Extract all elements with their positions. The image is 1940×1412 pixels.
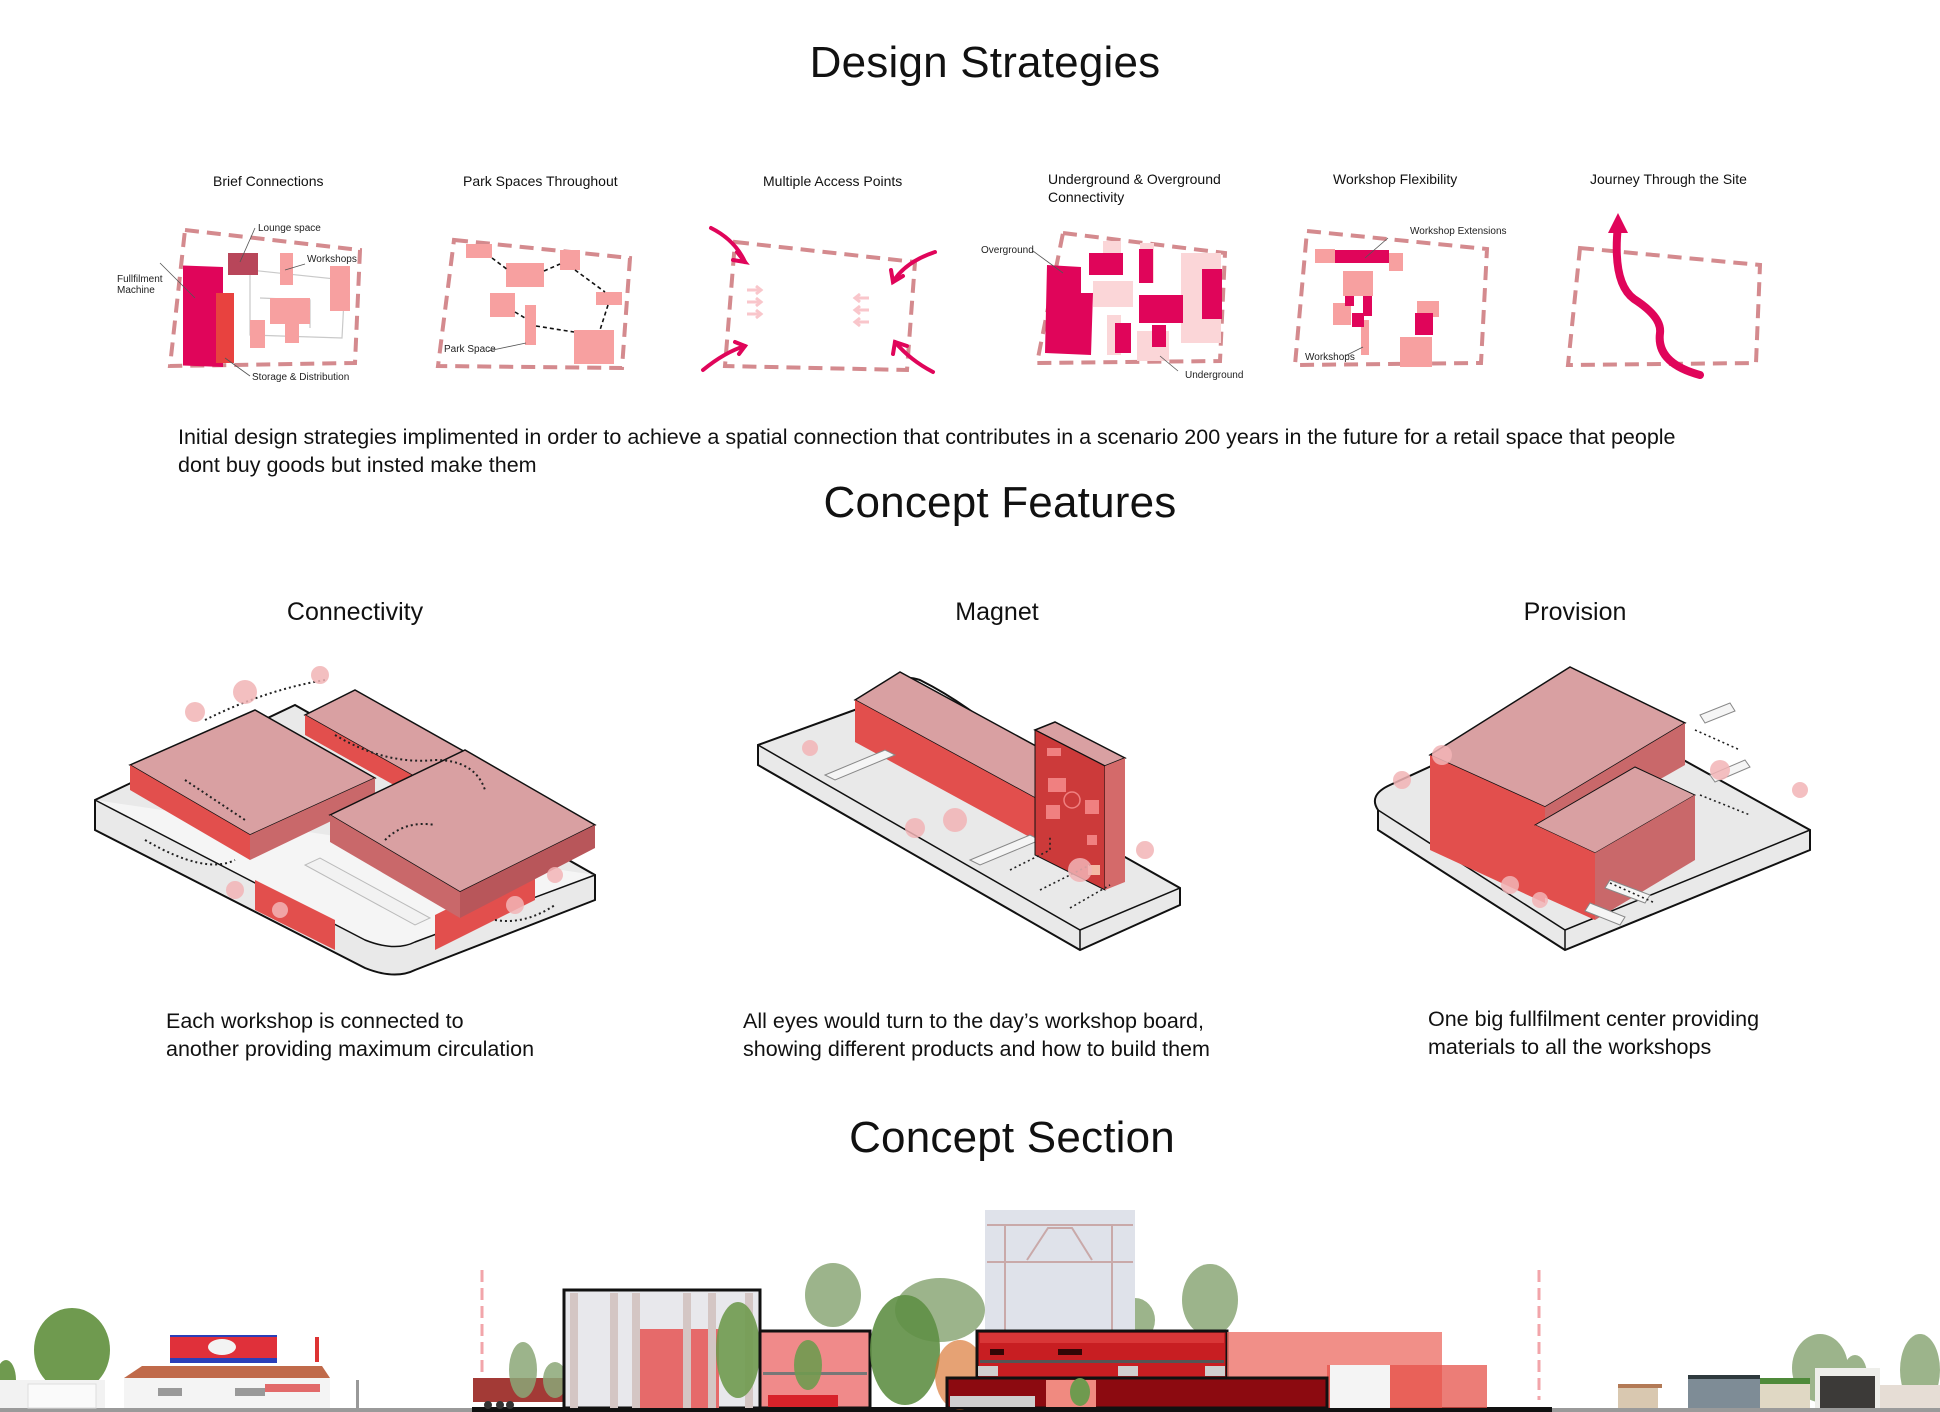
- connectivity-axonometric-diagram: [94, 666, 597, 976]
- strategy-journey-through-site: Journey Through the Site: [1550, 168, 1780, 388]
- strategy-park-spaces: Park Spaces Throughout Park Space: [430, 168, 650, 388]
- label-workshop-extensions: Workshop Extensions: [1410, 226, 1507, 237]
- feature-desc-magnet-line1: All eyes would turn to the day’s worksho…: [743, 1009, 1204, 1033]
- strategy-workshop-flexibility: Workshop Flexibility Workshop Extensions…: [1285, 168, 1535, 388]
- feature-desc-connectivity-line2: another providing maximum circulation: [166, 1037, 535, 1061]
- magnet-axonometric-diagram: [757, 671, 1181, 952]
- concept-section-drawing: [0, 1210, 1940, 1412]
- strategy-title-line2: Connectivity: [1048, 189, 1125, 205]
- journey-diagram: [1565, 213, 1763, 379]
- design-strategies-description-line1: Initial design strategies implimented in…: [178, 425, 1676, 449]
- feature-desc-provision-line2: materials to all the workshops: [1428, 1035, 1712, 1059]
- feature-desc-magnet-line2: showing different products and how to bu…: [743, 1037, 1210, 1061]
- feature-title-provision: Provision: [1523, 598, 1627, 626]
- strategy-title: Brief Connections: [213, 173, 324, 189]
- feature-desc-connectivity-line1: Each workshop is connected to: [166, 1009, 464, 1033]
- strategy-brief-connections: Brief Connections Lounge space Workshops…: [110, 168, 380, 388]
- label-fullfilment: Fullfilment: [117, 274, 163, 285]
- underground-overground-diagram: [1032, 230, 1228, 372]
- design-strategies-description-line2: dont buy goods but insted make them: [178, 453, 537, 477]
- label-underground: Underground: [1185, 370, 1244, 381]
- strategy-title: Park Spaces Throughout: [463, 173, 618, 189]
- label-overground: Overground: [981, 245, 1034, 256]
- design-strategies-heading: Design Strategies: [809, 38, 1161, 87]
- strategy-title: Journey Through the Site: [1590, 171, 1747, 187]
- access-points-diagram: [701, 226, 937, 374]
- label-machine: Machine: [117, 285, 155, 296]
- provision-axonometric-diagram: [1374, 666, 1811, 952]
- concept-section-heading: Concept Section: [849, 1113, 1175, 1162]
- feature-title-magnet: Magnet: [955, 598, 1039, 626]
- concept-features-heading: Concept Features: [823, 478, 1177, 527]
- strategy-multiple-access-points: Multiple Access Points: [695, 168, 945, 388]
- label-lounge-space: Lounge space: [258, 223, 321, 234]
- feature-desc-provision-line1: One big fullfilment center providing: [1428, 1007, 1760, 1031]
- workshop-flexibility-diagram: [1292, 228, 1490, 368]
- label-park-space: Park Space: [444, 344, 496, 355]
- label-storage-distribution: Storage & Distribution: [252, 372, 350, 383]
- feature-title-connectivity: Connectivity: [286, 598, 424, 626]
- label-workshops: Workshops: [307, 254, 357, 265]
- park-spaces-diagram: [435, 237, 633, 371]
- strategy-title: Workshop Flexibility: [1333, 171, 1458, 187]
- strategy-title: Multiple Access Points: [763, 173, 903, 189]
- strategy-title-line1: Underground & Overground: [1048, 171, 1221, 187]
- strategy-underground-overground: Underground & Overground Connectivity Ov…: [975, 168, 1255, 388]
- label-workshops: Workshops: [1305, 352, 1355, 363]
- brief-connections-diagram: [159, 227, 363, 377]
